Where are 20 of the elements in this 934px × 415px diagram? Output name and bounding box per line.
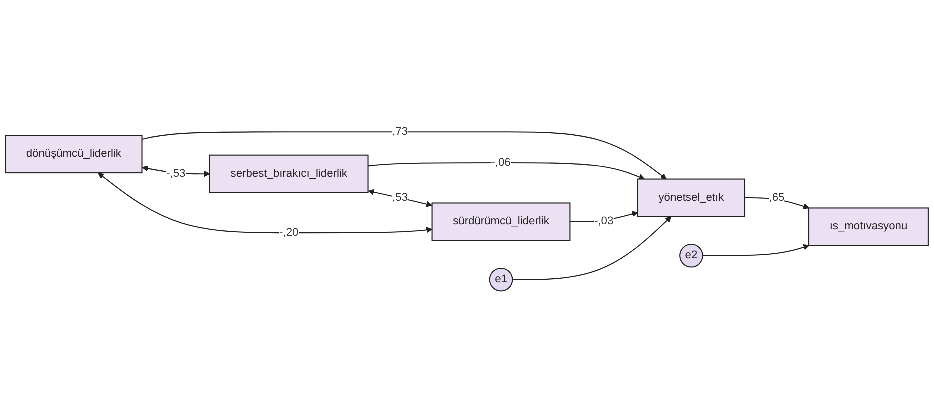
arrow xyxy=(368,189,433,208)
arrow xyxy=(570,211,638,222)
node-box: dönüşümcü_liderlik xyxy=(5,135,143,174)
node-box: ıs_motıvasyonu xyxy=(808,208,929,246)
edge-label: -,53 xyxy=(166,168,186,180)
edge-label: -,06 xyxy=(492,156,511,169)
node-circle: e1 xyxy=(489,268,514,292)
edge-label: -,20 xyxy=(280,226,299,239)
node-circle: e2 xyxy=(680,244,704,268)
arrow xyxy=(702,244,810,256)
node-box: sürdürümcü_liderlik xyxy=(432,202,571,242)
node-box: serbest_bırakıcı_liderlik xyxy=(209,154,369,194)
edge-label: ,73 xyxy=(392,126,408,138)
arrow xyxy=(98,172,433,234)
edge-label: ,53 xyxy=(392,192,408,204)
arrow xyxy=(368,162,646,180)
node-box: yönetsel_etık xyxy=(637,178,746,218)
arrow xyxy=(512,216,672,280)
edge-label: -,03 xyxy=(594,216,614,228)
edge-label: ,65 xyxy=(769,192,785,204)
